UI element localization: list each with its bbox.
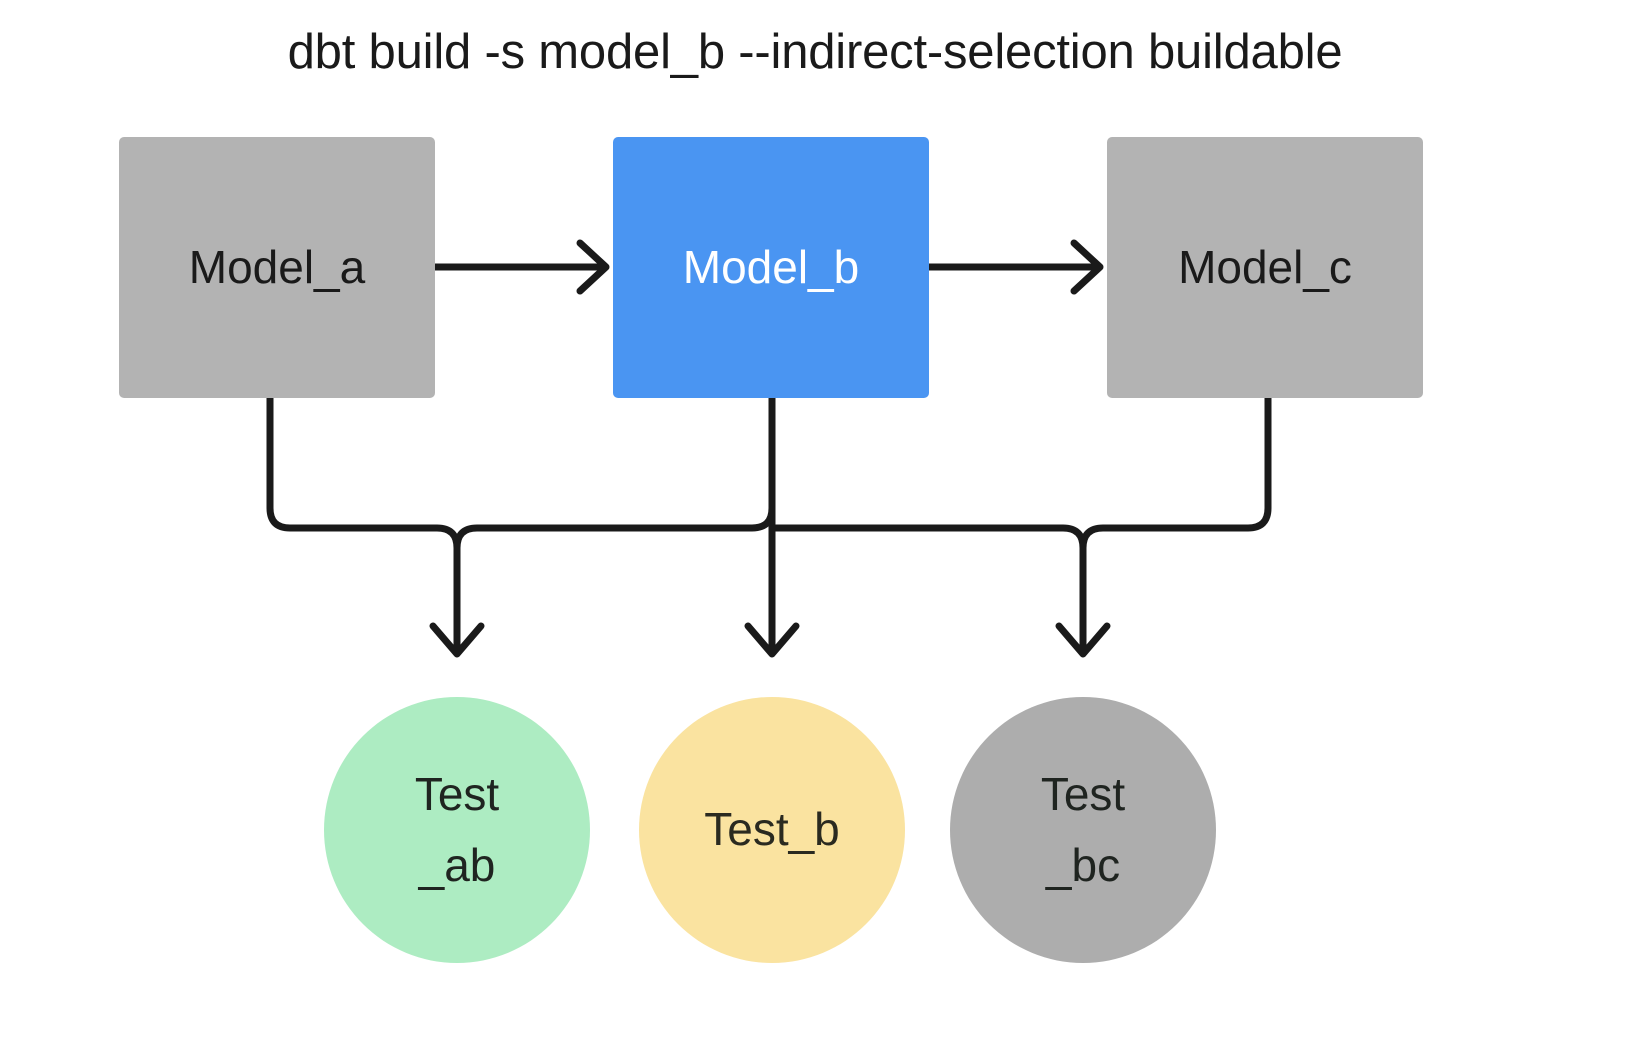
edge-model-b-to-test-b: [744, 394, 800, 658]
node-test-b[interactable]: Test_b: [639, 697, 905, 963]
node-model-c[interactable]: Model_c: [1107, 137, 1423, 398]
diagram-title: dbt build -s model_b --indirect-selectio…: [287, 25, 1343, 79]
node-test-bc-label-line-1: Test: [1040, 767, 1126, 820]
edge-model-a-to-model-b: [431, 239, 610, 295]
node-test-bc-label-line-2: _bc: [1045, 839, 1121, 891]
node-test-ab[interactable]: Test _ab: [324, 697, 590, 963]
node-model-a[interactable]: Model_a: [119, 137, 435, 398]
node-test-ab-label-line-2: _ab: [418, 839, 496, 891]
node-test-bc[interactable]: Test _bc: [950, 697, 1216, 963]
node-test-ab-label-line-1: Test: [414, 767, 500, 820]
node-model-c-label: Model_c: [1178, 241, 1352, 294]
node-model-b[interactable]: Model_b: [613, 137, 929, 398]
node-model-a-label: Model_a: [188, 241, 366, 294]
node-test-b-label-line-1: Test_b: [704, 803, 840, 856]
edge-model-c-to-test-bc: [1079, 394, 1272, 552]
edge-model-a-to-test-ab: [266, 394, 485, 658]
edge-model-b-to-test-bc: [768, 524, 1111, 658]
edge-model-b-to-model-c: [925, 239, 1104, 295]
edge-model-b-to-test-ab: [453, 394, 776, 552]
node-model-b-label: Model_b: [682, 241, 860, 294]
